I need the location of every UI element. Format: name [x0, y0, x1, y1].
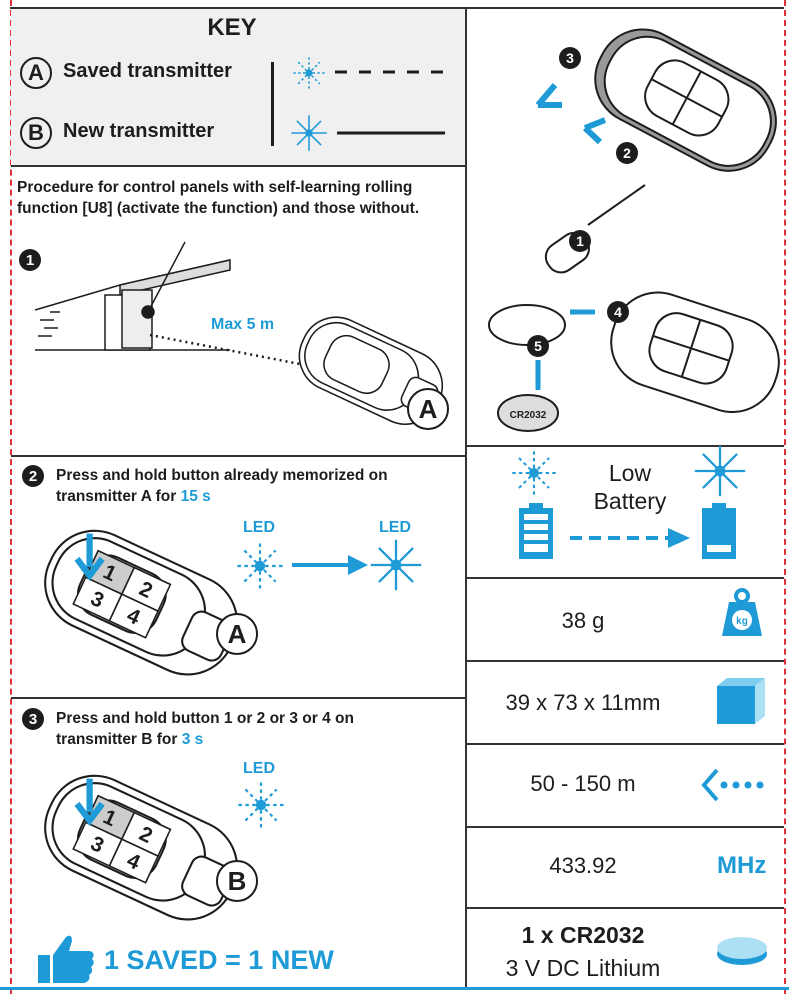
control-panel-illustration	[34, 241, 231, 351]
coin-battery-label: CR2032	[510, 410, 547, 421]
dimensions-value: 39 x 73 x 11mm	[505, 690, 661, 715]
divider	[11, 455, 465, 457]
step-3-instruction: Press and hold button 1 or 2 or 3 or 4 o…	[56, 710, 354, 748]
transmitter-b-marker: B	[216, 860, 258, 902]
step-3-badge: 3	[22, 708, 44, 730]
key-panel	[11, 9, 465, 166]
cut-line-left	[10, 0, 12, 994]
top-border	[10, 7, 784, 9]
key-new-label: New transmitter	[63, 120, 215, 142]
transmitter-b-badge: B	[20, 117, 52, 149]
box-icon	[717, 678, 765, 724]
led-steady-icon	[369, 538, 423, 592]
thumbs-up-icon	[38, 935, 94, 983]
led-steady-icon	[290, 114, 328, 152]
led-blinking-icon	[509, 448, 559, 498]
transmitter-a-marker: A	[407, 388, 449, 430]
divider	[466, 445, 784, 447]
dashed-line-icon	[335, 70, 447, 74]
led-label: LED	[379, 519, 411, 536]
range-value: 50 - 150 m	[530, 771, 636, 796]
key-title: KEY	[207, 14, 257, 41]
step-2-instruction: Press and hold button already memorized …	[56, 467, 388, 505]
low-battery-line1: Low	[608, 460, 652, 486]
battery-replacement-illustration: CR2032 3 2 1 4 5	[488, 28, 780, 432]
step-3-time: 3 s	[181, 731, 204, 748]
transmitter-a-press-illustration: 1 2 3 4	[35, 520, 245, 690]
key-separator	[271, 62, 274, 146]
coin-battery-icon	[717, 937, 767, 965]
battery-voltage: 3 V DC Lithium	[505, 955, 661, 981]
procedure-intro: Procedure for control panels with self-l…	[17, 179, 420, 217]
divider	[466, 660, 784, 662]
weight-icon-label: kg	[736, 616, 748, 627]
low-battery-line2: Battery	[593, 488, 667, 514]
press-arrow-icon	[74, 778, 105, 826]
range-signal-icon	[701, 768, 764, 802]
led-blinking-icon	[235, 779, 287, 831]
step-badge: 2	[623, 145, 631, 161]
step-badge: 3	[566, 50, 574, 66]
battery-low-icon	[702, 503, 736, 559]
step-badge: 5	[534, 338, 542, 354]
led-blinking-icon	[234, 540, 286, 592]
step-1-badge: 1	[19, 249, 41, 271]
battery-type: 1 x CR2032	[521, 922, 645, 948]
transmitter-b-press-illustration: 1 2 3 4	[35, 765, 245, 935]
step-2-text: Press and hold button already memorized …	[56, 465, 466, 507]
weight-icon: kg	[722, 588, 762, 636]
column-divider	[465, 7, 467, 987]
key-saved-label: Saved transmitter	[63, 60, 232, 82]
solid-line-icon	[337, 131, 445, 135]
transmitter-a-marker: A	[216, 613, 258, 655]
dashed-arrow-icon	[570, 528, 690, 548]
result-text: 1 SAVED = 1 NEW	[104, 945, 334, 975]
transmitter-a-badge: A	[20, 57, 52, 89]
arrow-right-icon	[292, 555, 368, 575]
press-arrow-icon	[74, 533, 105, 581]
led-blinking-icon	[291, 55, 327, 91]
bottom-border	[0, 987, 789, 990]
signal-dotted-line	[149, 333, 306, 367]
battery-full-icon	[519, 503, 553, 559]
max-distance-label: Max 5 m	[211, 316, 275, 333]
step-2-time: 15 s	[180, 488, 211, 505]
divider	[466, 577, 784, 579]
led-label: LED	[243, 760, 275, 777]
frequency-value: 433.92	[549, 853, 617, 878]
step-badge: 1	[576, 233, 584, 249]
divider	[11, 165, 465, 167]
led-steady-icon	[693, 444, 747, 498]
divider	[466, 743, 784, 745]
frequency-unit: MHz	[717, 852, 767, 879]
divider	[466, 826, 784, 828]
weight-value: 38 g	[561, 608, 605, 633]
divider	[466, 907, 784, 909]
step-2-badge: 2	[22, 465, 44, 487]
step-badge: 4	[614, 304, 622, 320]
step-3-text: Press and hold button 1 or 2 or 3 or 4 o…	[56, 708, 436, 750]
cut-line-right	[784, 0, 786, 994]
divider	[11, 697, 465, 699]
led-label: LED	[243, 519, 275, 536]
